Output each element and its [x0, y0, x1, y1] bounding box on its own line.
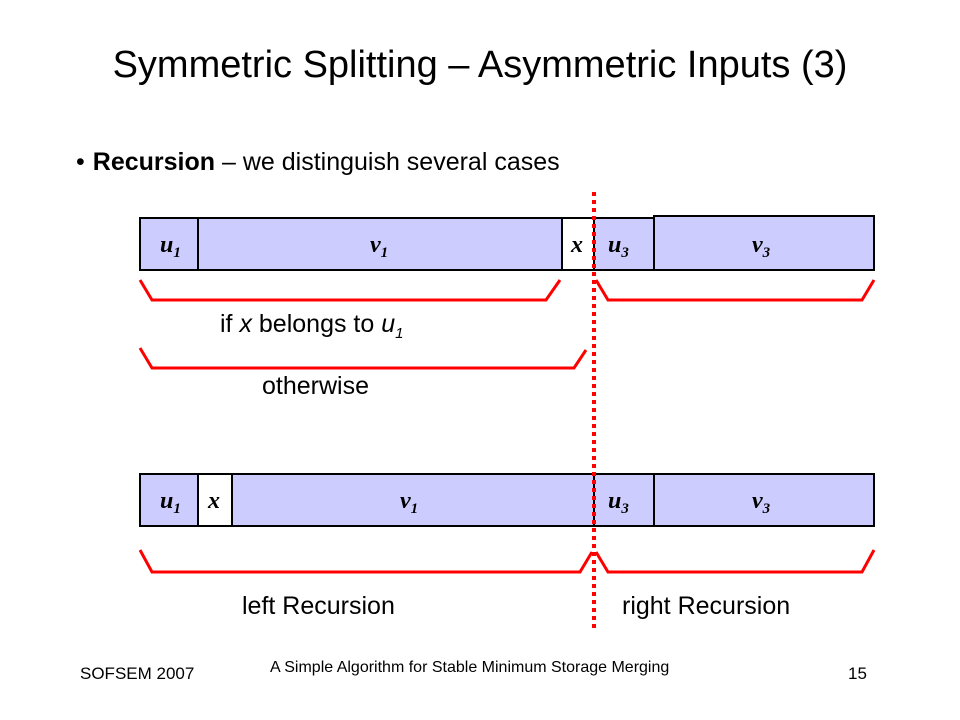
- row1-v3-label: v3: [752, 232, 771, 261]
- row1-u1-label: u1: [160, 232, 181, 261]
- row2-u1-cell: [139, 473, 199, 527]
- row2-x-label: x: [207, 488, 220, 514]
- row-2-array: u1 x v1 u3 v3: [139, 473, 875, 527]
- row2-v1-label: v1: [400, 488, 418, 517]
- bullet-marker: •: [76, 148, 85, 176]
- brace-otherwise: [138, 347, 588, 370]
- brace-row1-right: [594, 279, 876, 302]
- row1-v1-cell: [197, 217, 563, 271]
- label-otherwise: otherwise: [262, 372, 369, 400]
- row2-u3-cell: [593, 473, 655, 527]
- row2-v3-cell: [653, 473, 875, 527]
- row1-u3-label: u3: [608, 232, 629, 261]
- brace-x-belongs-u1: [138, 279, 562, 302]
- brace-left-recursion: [138, 549, 594, 574]
- row2-u3-label: u3: [608, 488, 629, 517]
- label-if-x-belongs-to-u1: if x belongs to u1: [220, 310, 403, 342]
- row1-u3-cell: [593, 217, 655, 271]
- label-right-recursion: right Recursion: [622, 592, 790, 620]
- bullet-point: •Recursion – we distinguish several case…: [76, 148, 560, 177]
- bullet-bold-text: Recursion: [92, 148, 216, 176]
- footer-title: A Simple Algorithm for Stable Minimum St…: [270, 659, 670, 676]
- row2-u1-label: u1: [160, 488, 181, 517]
- footer-conference: SOFSEM 2007: [80, 664, 195, 683]
- label-left-recursion: left Recursion: [242, 592, 395, 620]
- bullet-rest-text: – we distinguish several cases: [215, 148, 560, 176]
- footer-page-number: 15: [848, 664, 867, 683]
- row-1-array: u1 v1 x u3 v3: [139, 215, 875, 271]
- row2-v3-label: v3: [752, 488, 771, 517]
- row2-v1-cell: [231, 473, 595, 527]
- row1-v1-label: v1: [370, 232, 388, 261]
- slide-title: Symmetric Splitting – Asymmetric Inputs …: [112, 44, 848, 86]
- row1-v3-cell: [653, 215, 875, 271]
- row1-x-label: x: [570, 232, 583, 258]
- brace-right-recursion: [594, 549, 876, 574]
